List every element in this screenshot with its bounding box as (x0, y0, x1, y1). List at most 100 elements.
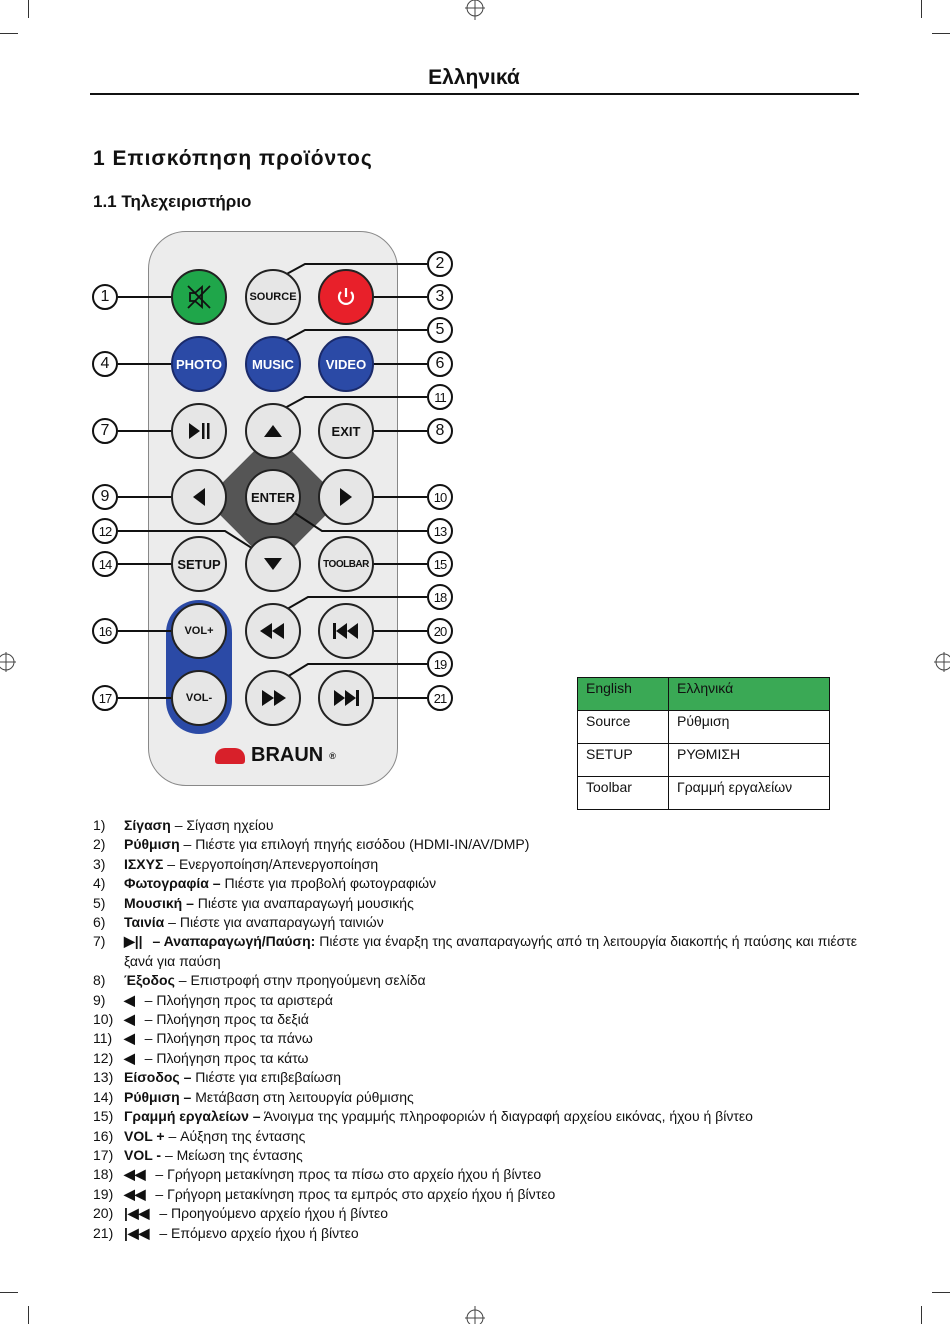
table-row: Source Ρύθμιση (577, 710, 830, 744)
play-pause-button[interactable] (171, 403, 227, 459)
callout-5: 5 (427, 317, 453, 343)
list-item-text: ◀ – Πλοήγηση προς τα κάτω (124, 1049, 308, 1068)
callout-8: 8 (427, 418, 453, 444)
list-item-number: 18) (93, 1166, 114, 1183)
skip-next-icon (334, 690, 359, 706)
list-item-text: ◀ – Πλοήγηση προς τα δεξιά (124, 1010, 309, 1029)
list-item-number: 14) (93, 1088, 114, 1105)
fast-forward-button[interactable] (245, 670, 301, 726)
list-item: 4) Φωτογραφία – Πιέστε για προβολή φωτογρ… (93, 874, 873, 893)
list-item-term: Έξοδος (124, 972, 175, 989)
fast-forward-icon (262, 690, 286, 706)
volume-up-button[interactable]: VOL+ (171, 603, 227, 659)
list-item: 3)ΙΣΧΥΣ – Ενεργοποίηση/Απενεργοποίηση (93, 855, 873, 874)
rewind-icon (260, 623, 284, 639)
table-header-row: English Ελληνικά (577, 677, 830, 711)
list-item-description: – Επιστροφή στην προηγούμενη σελίδα (174, 972, 426, 989)
list-item-term: Ρύθμιση (124, 836, 180, 853)
skip-previous-icon (333, 623, 358, 639)
list-item-term: Είσοδος – (124, 1069, 192, 1086)
power-button[interactable] (318, 269, 374, 325)
crop-mark (0, 33, 18, 34)
crop-mark (932, 33, 950, 34)
list-item-number: 15) (93, 1108, 114, 1125)
list-item-description: – Επόμενο αρχείο ήχου ή βίντεο (155, 1224, 359, 1241)
list-item-text: ◀ – Πλοήγηση προς τα πάνω (124, 1029, 313, 1048)
next-button[interactable] (318, 670, 374, 726)
list-item-text: Ρύθμιση – Μετάβαση στη λειτουργία ρύθμισ… (124, 1088, 414, 1107)
crop-mark (0, 1292, 18, 1293)
list-item-description: – Μείωση της έντασης (161, 1146, 303, 1163)
list-item-number: 9) (93, 991, 106, 1008)
exit-button[interactable]: EXIT (318, 403, 374, 459)
registered-mark: ® (329, 750, 336, 761)
enter-button[interactable]: ENTER (245, 469, 301, 525)
volume-down-button[interactable]: VOL- (171, 670, 227, 726)
previous-button[interactable] (318, 603, 374, 659)
callout-20: 20 (427, 618, 453, 644)
list-item: 17)VOL - – Μείωση της έντασης (93, 1146, 873, 1165)
callout-3: 3 (427, 284, 453, 310)
list-item-description: – Πλοήγηση προς τα αριστερά (140, 991, 333, 1008)
list-item-term: – Αναπαραγωγή/Παύση: (148, 933, 316, 950)
list-item-text: Φωτογραφία – Πιέστε για προβολή φωτογραφ… (124, 874, 436, 893)
up-button[interactable] (245, 403, 301, 459)
list-item-text: VOL - – Μείωση της έντασης (124, 1146, 303, 1165)
list-item-number: 1) (93, 817, 106, 833)
list-item-description: – Ενεργοποίηση/Απενεργοποίηση (163, 855, 379, 872)
callout-11: 11 (427, 384, 453, 410)
list-item-text: Ταινία – Πιέστε για αναπαραγωγή ταινιών (124, 913, 384, 932)
list-item-description: – Πιέστε για αναπαραγωγή ταινιών (164, 914, 384, 931)
callout-7: 7 (92, 418, 118, 444)
arrow-right-icon (340, 488, 352, 506)
left-button[interactable] (171, 469, 227, 525)
list-item-term: Ταινία (124, 914, 165, 931)
list-item: 11)◀ – Πλοήγηση προς τα πάνω (93, 1029, 873, 1048)
mute-button[interactable] (171, 269, 227, 325)
list-item-text: Μουσική – Πιέστε για αναπαραγωγή μουσική… (124, 894, 414, 913)
list-item: 18) ◀◀ – Γρήγορη μετακίνηση προς τα πίσω … (93, 1165, 873, 1184)
crop-mark (28, 1306, 29, 1324)
arrow-up-icon (264, 425, 282, 437)
list-item-text: ◀◀ – Γρήγορη μετακίνηση προς τα πίσω στο… (124, 1165, 541, 1184)
photo-button[interactable]: PHOTO (171, 336, 227, 392)
crop-mark (932, 1292, 950, 1293)
callout-9: 9 (92, 484, 118, 510)
list-item-description: – Γρήγορη μετακίνηση προς τα πίσω στο αρ… (151, 1166, 542, 1183)
button-symbol-icon: ◀ (124, 1011, 135, 1028)
list-item-text: |◀◀ – Προηγούμενο αρχείο ήχου ή βίντεο (124, 1204, 388, 1223)
crop-mark (921, 1306, 922, 1324)
list-item-description: – Προηγούμενο αρχείο ήχου ή βίντεο (155, 1205, 389, 1222)
source-button[interactable]: SOURCE (245, 269, 301, 325)
braun-logo-icon (215, 747, 245, 764)
brand-name: BRAUN (251, 744, 324, 766)
setup-button[interactable]: SETUP (171, 536, 227, 592)
list-item-description: – Πλοήγηση προς τα δεξιά (140, 1011, 309, 1028)
list-item: 2)Ρύθμιση – Πιέστε για επιλογή πηγής εισ… (93, 835, 873, 854)
table-cell: Toolbar (577, 776, 669, 810)
table-cell: Γραμμή εργαλείων (668, 776, 830, 810)
list-item: 9)◀ – Πλοήγηση προς τα αριστερά (93, 991, 873, 1010)
list-item-description: – Γρήγορη μετακίνηση προς τα εμπρός στο … (151, 1185, 556, 1202)
video-button[interactable]: VIDEO (318, 336, 374, 392)
list-item: 5)Μουσική – Πιέστε για αναπαραγωγή μουσι… (93, 894, 873, 913)
button-symbol-icon: ◀ (124, 1030, 135, 1047)
list-item-description: Πιέστε για αναπαραγωγή μουσικής (193, 894, 414, 911)
table-cell: ΡΥΘΜΙΣΗ (668, 743, 830, 777)
table-cell: Source (577, 710, 669, 744)
list-item: 21)|◀◀ – Επόμενο αρχείο ήχου ή βίντεο (93, 1224, 873, 1243)
toolbar-button[interactable]: TOOLBAR (318, 536, 374, 592)
list-item: 6)Ταινία – Πιέστε για αναπαραγωγή ταινιώ… (93, 913, 873, 932)
callout-12: 12 (92, 518, 118, 544)
list-item-number: 8) (93, 972, 106, 989)
right-button[interactable] (318, 469, 374, 525)
rewind-button[interactable] (245, 603, 301, 659)
list-item-term: VOL - (124, 1146, 162, 1163)
music-button[interactable]: MUSIC (245, 336, 301, 392)
list-item-text: Έξοδος – Επιστροφή στην προηγούμενη σελί… (124, 971, 426, 990)
list-item-number: 4) (93, 875, 106, 892)
list-item-number: 13) (93, 1069, 114, 1086)
list-item-description: – Πλοήγηση προς τα πάνω (140, 1030, 313, 1047)
down-button[interactable] (245, 536, 301, 592)
